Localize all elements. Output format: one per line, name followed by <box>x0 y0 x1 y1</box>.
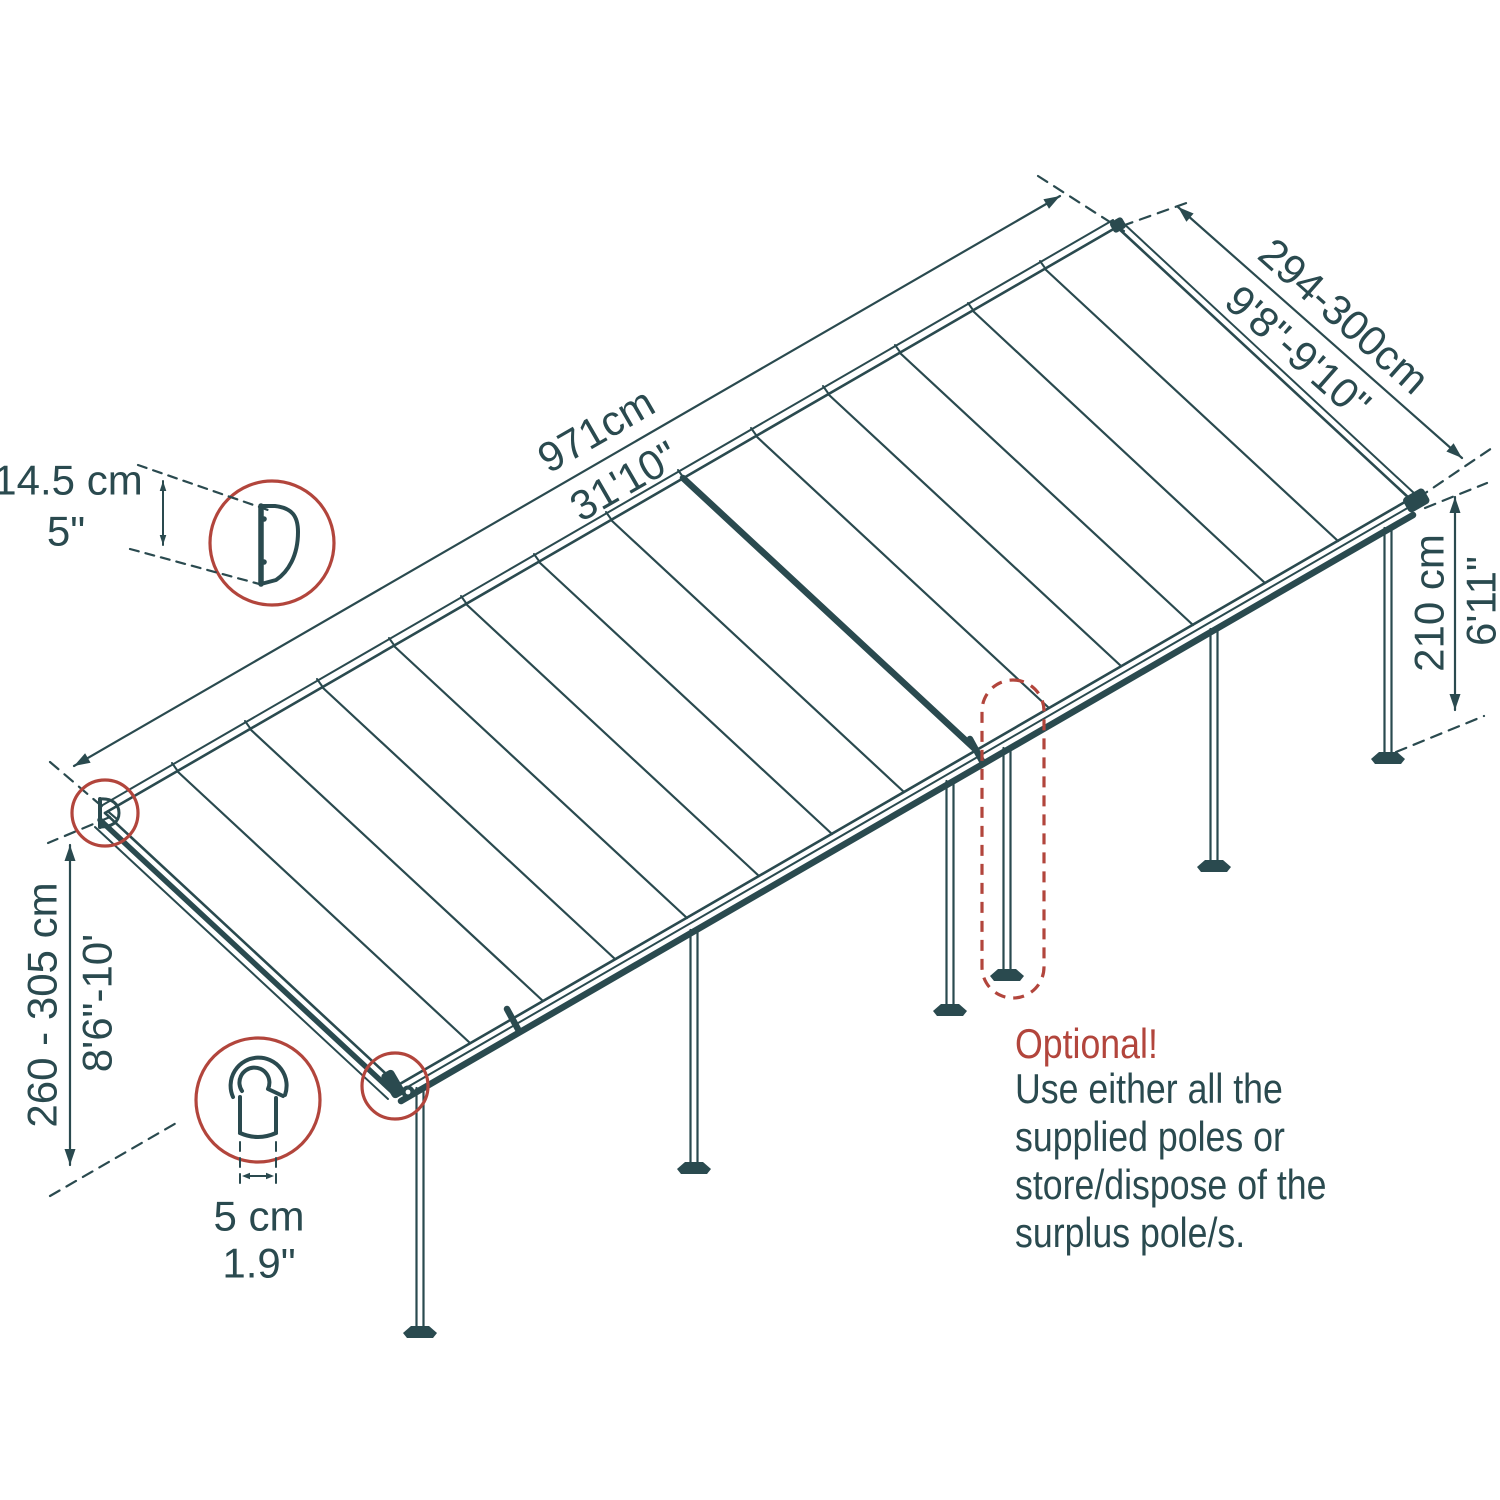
optional-note: Optional! Use either all the supplied po… <box>1015 1021 1327 1256</box>
dimension-attach-height: 260 - 305 cm 8'6"-10' <box>19 815 180 1198</box>
post-detail-circle <box>194 1036 322 1164</box>
pole <box>403 1086 437 1338</box>
optional-note-line: Use either all the <box>1015 1066 1283 1112</box>
dimension-length: 971cm 31'10" <box>48 174 1126 822</box>
optional-pole <box>990 746 1024 981</box>
roof-panel-ribs <box>175 267 1340 1045</box>
pole <box>677 928 711 1174</box>
pole-elbow-glyph <box>228 1055 289 1139</box>
corner-detail-left <box>70 778 140 848</box>
profile-height-imperial-label: 5" <box>47 508 85 555</box>
pole <box>1197 627 1231 872</box>
roof-back-edge <box>100 219 1119 815</box>
optional-note-title: Optional! <box>1015 1021 1158 1067</box>
optional-note-line: supplied poles or <box>1015 1114 1285 1160</box>
optional-pole-highlight <box>980 678 1046 1000</box>
pole <box>933 779 967 1016</box>
attach-height-imperial-label: 8'6"-10' <box>74 934 121 1072</box>
post-height-imperial-label: 6'11" <box>1458 556 1500 646</box>
profile-detail-circle <box>208 479 336 607</box>
roof-front-beam <box>396 488 1430 1105</box>
gutter-profile-glyph <box>258 503 300 587</box>
optional-note-line: store/dispose of the <box>1015 1162 1327 1208</box>
detail-profile-callout: 14.5 cm 5" <box>0 457 336 607</box>
post-height-metric-label: 210 cm <box>1406 534 1453 672</box>
post-width-imperial-label: 1.9" <box>222 1240 295 1287</box>
post-width-metric-label: 5 cm <box>213 1193 304 1240</box>
patio-roof <box>94 217 1430 1105</box>
corner-detail-front <box>360 1051 430 1121</box>
optional-note-line: surplus pole/s. <box>1015 1210 1245 1256</box>
dimension-post-height: 210 cm 6'11" <box>1394 481 1500 754</box>
roof-left-rafter <box>94 811 400 1100</box>
pole <box>1371 526 1405 764</box>
support-poles <box>403 526 1405 1338</box>
detail-post-callout: 5 cm 1.9" <box>194 1036 322 1287</box>
profile-height-metric-label: 14.5 cm <box>0 457 143 504</box>
attach-height-metric-label: 260 - 305 cm <box>19 882 66 1127</box>
